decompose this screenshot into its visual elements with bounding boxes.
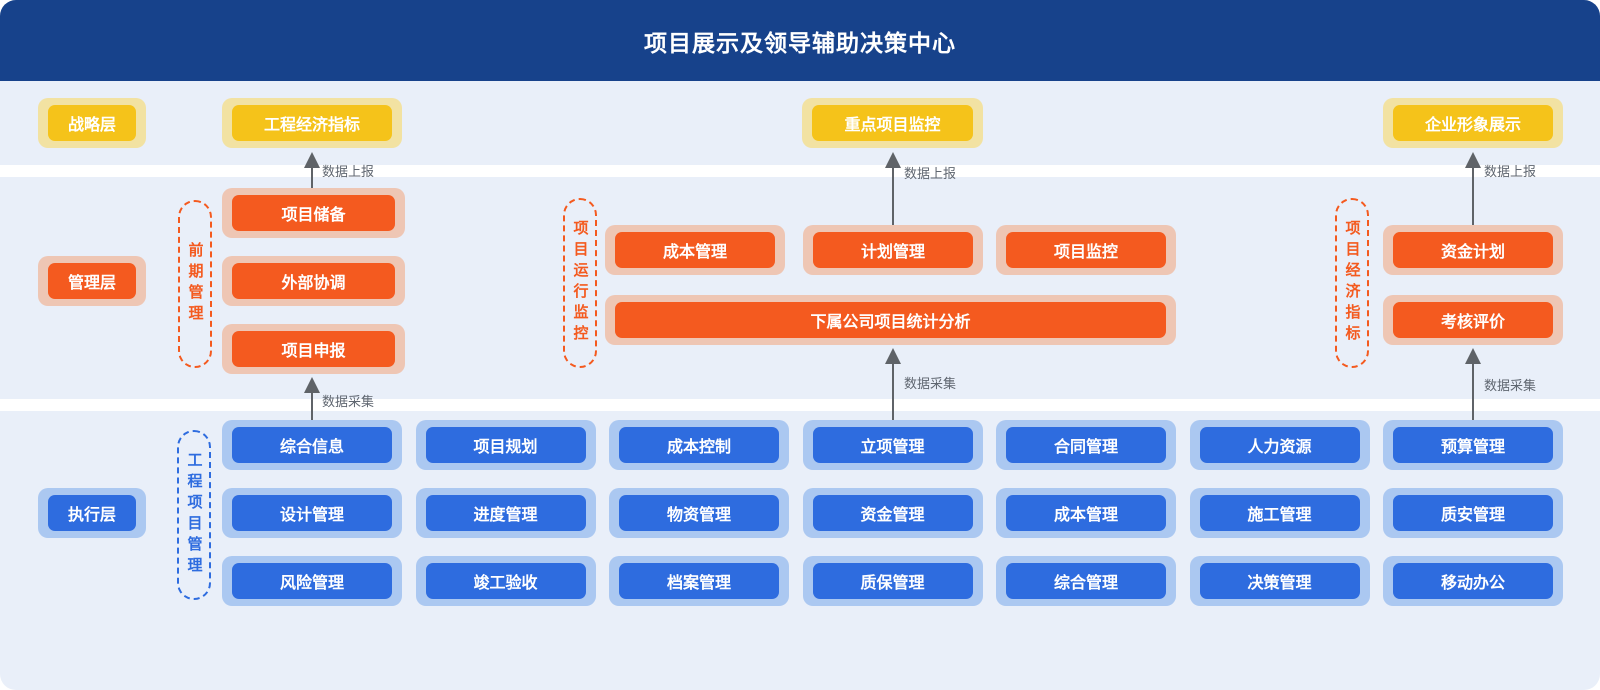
module-box: 竣工验收 <box>415 556 596 606</box>
module-box: 设计管理 <box>222 488 402 538</box>
header-bar: 项目展示及领导辅助决策中心 <box>0 0 1600 81</box>
flow-label-data-report: 数据上报 <box>904 166 957 181</box>
module-box: 综合信息 <box>222 420 402 470</box>
flow-label-data-report: 数据上报 <box>322 164 375 179</box>
module-box: 综合管理 <box>996 556 1176 606</box>
flow-label-data-collect: 数据采集 <box>1484 378 1537 393</box>
strategic-layer-badge: 战略层 <box>38 98 146 148</box>
key-project-monitoring-box: 重点项目监控 <box>802 98 983 148</box>
module-box: 物资管理 <box>609 488 789 538</box>
flow-label-data-report: 数据上报 <box>1484 164 1537 179</box>
module-box: 立项管理 <box>802 420 983 470</box>
assessment-evaluation-box: 考核评价 <box>1383 295 1563 345</box>
module-box: 成本管理 <box>996 488 1176 538</box>
cost-management-box: 成本管理 <box>605 225 785 275</box>
execution-module-grid: 综合信息 项目规划 成本控制 立项管理 合同管理 人力资源 预算管理 <box>222 420 1563 606</box>
module-box: 风险管理 <box>222 556 402 606</box>
project-reserve-box: 项目储备 <box>222 188 405 238</box>
module-box: 质保管理 <box>802 556 983 606</box>
project-monitoring-box: 项目监控 <box>996 225 1176 275</box>
page-title: 项目展示及领导辅助决策中心 <box>644 29 956 56</box>
fund-plan-box: 资金计划 <box>1383 225 1563 275</box>
module-box: 档案管理 <box>609 556 789 606</box>
engineering-project-management-group-label: 工程项目管理 <box>177 430 211 600</box>
layer-divider-bottom <box>0 399 1600 411</box>
flow-label-data-collect: 数据采集 <box>322 394 375 409</box>
execution-layer-badge: 执行层 <box>38 488 146 538</box>
corporate-image-display-box: 企业形象展示 <box>1383 98 1563 148</box>
module-box: 决策管理 <box>1189 556 1370 606</box>
engineering-economic-indicators-box: 工程经济指标 <box>222 98 402 148</box>
external-coordination-box: 外部协调 <box>222 256 405 306</box>
layer-divider-top <box>0 165 1600 177</box>
flow-label-data-collect: 数据采集 <box>904 376 957 391</box>
module-box: 进度管理 <box>415 488 596 538</box>
subsidiary-project-statistics-box: 下属公司项目统计分析 <box>605 295 1176 345</box>
module-box: 成本控制 <box>609 420 789 470</box>
module-box: 施工管理 <box>1189 488 1370 538</box>
module-box: 预算管理 <box>1383 420 1563 470</box>
plan-management-box: 计划管理 <box>803 225 983 275</box>
pre-stage-management-group-label: 前期管理 <box>178 200 212 368</box>
project-operation-monitoring-group-label: 项目运行监控 <box>563 198 597 368</box>
module-box: 项目规划 <box>415 420 596 470</box>
module-box: 质安管理 <box>1383 488 1563 538</box>
module-box: 合同管理 <box>996 420 1176 470</box>
project-economic-indicators-group-label: 项目经济指标 <box>1335 198 1369 368</box>
module-box: 资金管理 <box>802 488 983 538</box>
project-application-box: 项目申报 <box>222 324 405 374</box>
module-box: 人力资源 <box>1189 420 1370 470</box>
management-layer-badge: 管理层 <box>38 256 146 306</box>
module-box: 移动办公 <box>1383 556 1563 606</box>
